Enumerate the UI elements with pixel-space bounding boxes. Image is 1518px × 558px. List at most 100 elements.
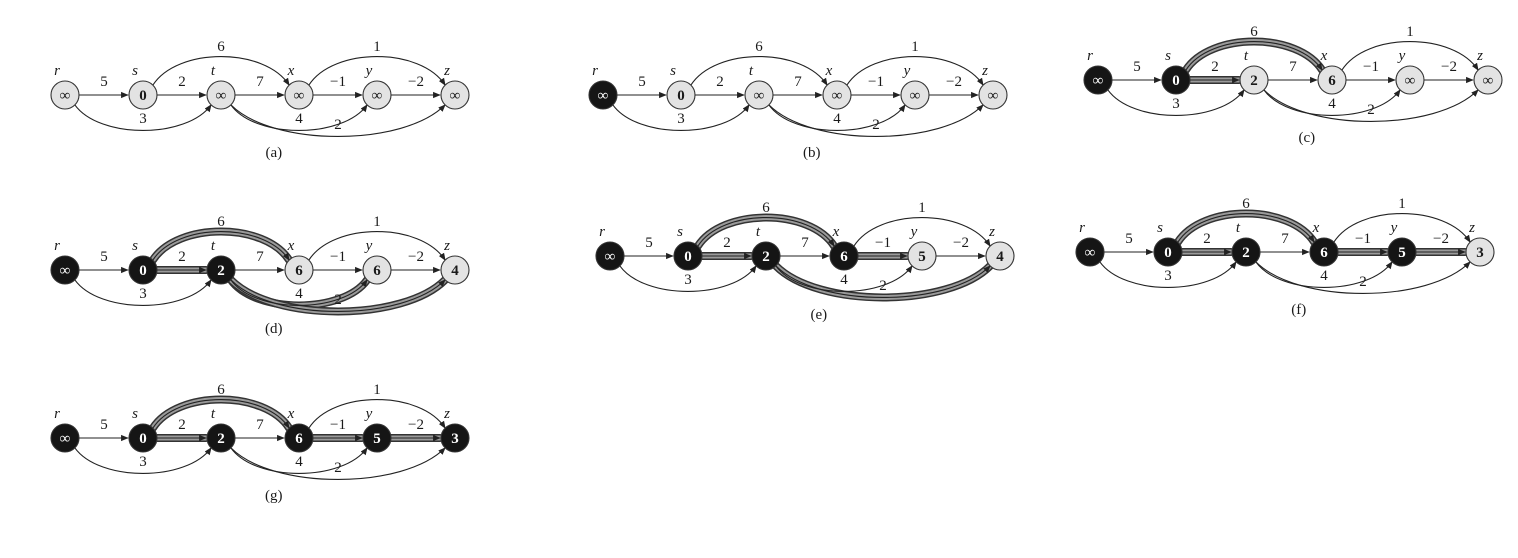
node-s-label: s (670, 63, 676, 79)
edge-r-t (74, 447, 212, 474)
edge-x-z (308, 399, 446, 429)
edge-weight-t-z: 2 (334, 460, 342, 476)
edge-weight-s-x: 6 (217, 382, 225, 398)
edge-x-z (308, 56, 446, 86)
edge-weight-s-t: 2 (1203, 231, 1211, 247)
node-y-distance: 5 (1398, 245, 1406, 261)
edge-s-x (697, 217, 835, 247)
edge-weight-r-s: 5 (1133, 59, 1141, 75)
node-r-distance: ∞ (60, 431, 71, 447)
edge-weight-r-s: 5 (645, 235, 653, 251)
edge-weight-s-x: 6 (1250, 24, 1258, 40)
node-t-label: t (1244, 48, 1249, 64)
node-t-distance: ∞ (754, 88, 765, 104)
node-z (440, 423, 470, 453)
edge-s-x (152, 231, 290, 261)
node-x-label: x (832, 224, 840, 240)
edge-weight-y-z: −2 (1441, 59, 1457, 75)
node-t-label: t (211, 238, 216, 254)
node-s-label: s (132, 238, 138, 254)
node-t (751, 241, 781, 271)
node-r (50, 80, 80, 110)
node-t-distance: 2 (1250, 73, 1258, 89)
edge-weight-s-x: 6 (217, 39, 225, 55)
node-x-label: x (1312, 220, 1320, 236)
edge-weight-t-x: 7 (1281, 231, 1289, 247)
node-t-label: t (756, 224, 761, 240)
edge-weight-t-z: 2 (1367, 102, 1375, 118)
node-y-distance: ∞ (1405, 73, 1416, 89)
panel-caption: (c) (1298, 130, 1315, 146)
node-x (829, 241, 859, 271)
node-x-label: x (287, 238, 295, 254)
node-y-distance: 5 (373, 431, 381, 447)
edge-weight-r-s: 5 (1125, 231, 1133, 247)
node-z (1465, 237, 1495, 267)
edge-weight-x-z: 1 (373, 214, 381, 230)
node-r-label: r (54, 238, 60, 254)
node-s-label: s (1165, 48, 1171, 64)
edge-weight-r-s: 5 (100, 417, 108, 433)
edge-weight-x-y: −1 (875, 235, 891, 251)
edge-t-z (1263, 89, 1479, 122)
edge-weight-x-z: 1 (918, 200, 926, 216)
node-y-label: y (902, 63, 911, 79)
node-s (1153, 237, 1183, 267)
edge-weight-t-y: 4 (295, 286, 303, 302)
edge-weight-s-t: 2 (723, 235, 731, 251)
node-r (588, 80, 618, 110)
edge-weight-s-x: 6 (762, 200, 770, 216)
edge-s-x (690, 56, 828, 86)
node-x-label: x (287, 63, 295, 79)
node-y-distance: ∞ (910, 88, 921, 104)
edge-weight-s-t: 2 (178, 249, 186, 265)
edge-weight-t-x: 7 (794, 74, 802, 90)
node-y-label: y (364, 63, 373, 79)
node-s-distance: 0 (1164, 245, 1172, 261)
node-r-label: r (592, 63, 598, 79)
node-z-label: z (443, 406, 450, 422)
node-r (1083, 65, 1113, 95)
edge-weight-t-x: 7 (1289, 59, 1297, 75)
edge-weight-t-y: 4 (1320, 268, 1328, 284)
node-z-label: z (981, 63, 988, 79)
edge-weight-x-y: −1 (1363, 59, 1379, 75)
edge-t-z (230, 104, 446, 137)
edge-weight-s-x: 6 (755, 39, 763, 55)
node-r (50, 423, 80, 453)
node-y-label: y (364, 406, 373, 422)
node-z-distance: ∞ (1483, 73, 1494, 89)
edge-weight-t-z: 2 (1359, 274, 1367, 290)
node-x-distance: ∞ (832, 88, 843, 104)
node-y-distance: ∞ (372, 88, 383, 104)
edge-weight-x-z: 1 (373, 39, 381, 55)
edge-weight-s-x: 6 (217, 214, 225, 230)
edge-x-z (1341, 41, 1479, 71)
node-r-label: r (599, 224, 605, 240)
node-t-distance: 2 (1242, 245, 1250, 261)
node-r-label: r (1087, 48, 1093, 64)
edge-t-y (1255, 261, 1393, 288)
edge-weight-r-t: 3 (1172, 96, 1180, 112)
edge-r-t (1107, 89, 1245, 116)
panel-caption: (a) (265, 145, 282, 161)
node-r-distance: ∞ (605, 249, 616, 265)
node-z (440, 255, 470, 285)
node-z-label: z (1476, 48, 1483, 64)
node-x-distance: 6 (840, 249, 848, 265)
edge-weight-r-s: 5 (638, 74, 646, 90)
node-r-label: r (54, 406, 60, 422)
panel-caption: (b) (803, 145, 821, 161)
node-r-distance: ∞ (1085, 245, 1096, 261)
node-s-label: s (132, 63, 138, 79)
edge-weight-r-t: 3 (677, 111, 685, 127)
edge-weight-t-y: 4 (295, 454, 303, 470)
edge-weight-t-y: 4 (833, 111, 841, 127)
edge-weight-x-z: 1 (1406, 24, 1414, 40)
edge-weight-t-x: 7 (256, 74, 264, 90)
panel-caption: (f) (1291, 302, 1306, 318)
edge-weight-x-z: 1 (1398, 196, 1406, 212)
